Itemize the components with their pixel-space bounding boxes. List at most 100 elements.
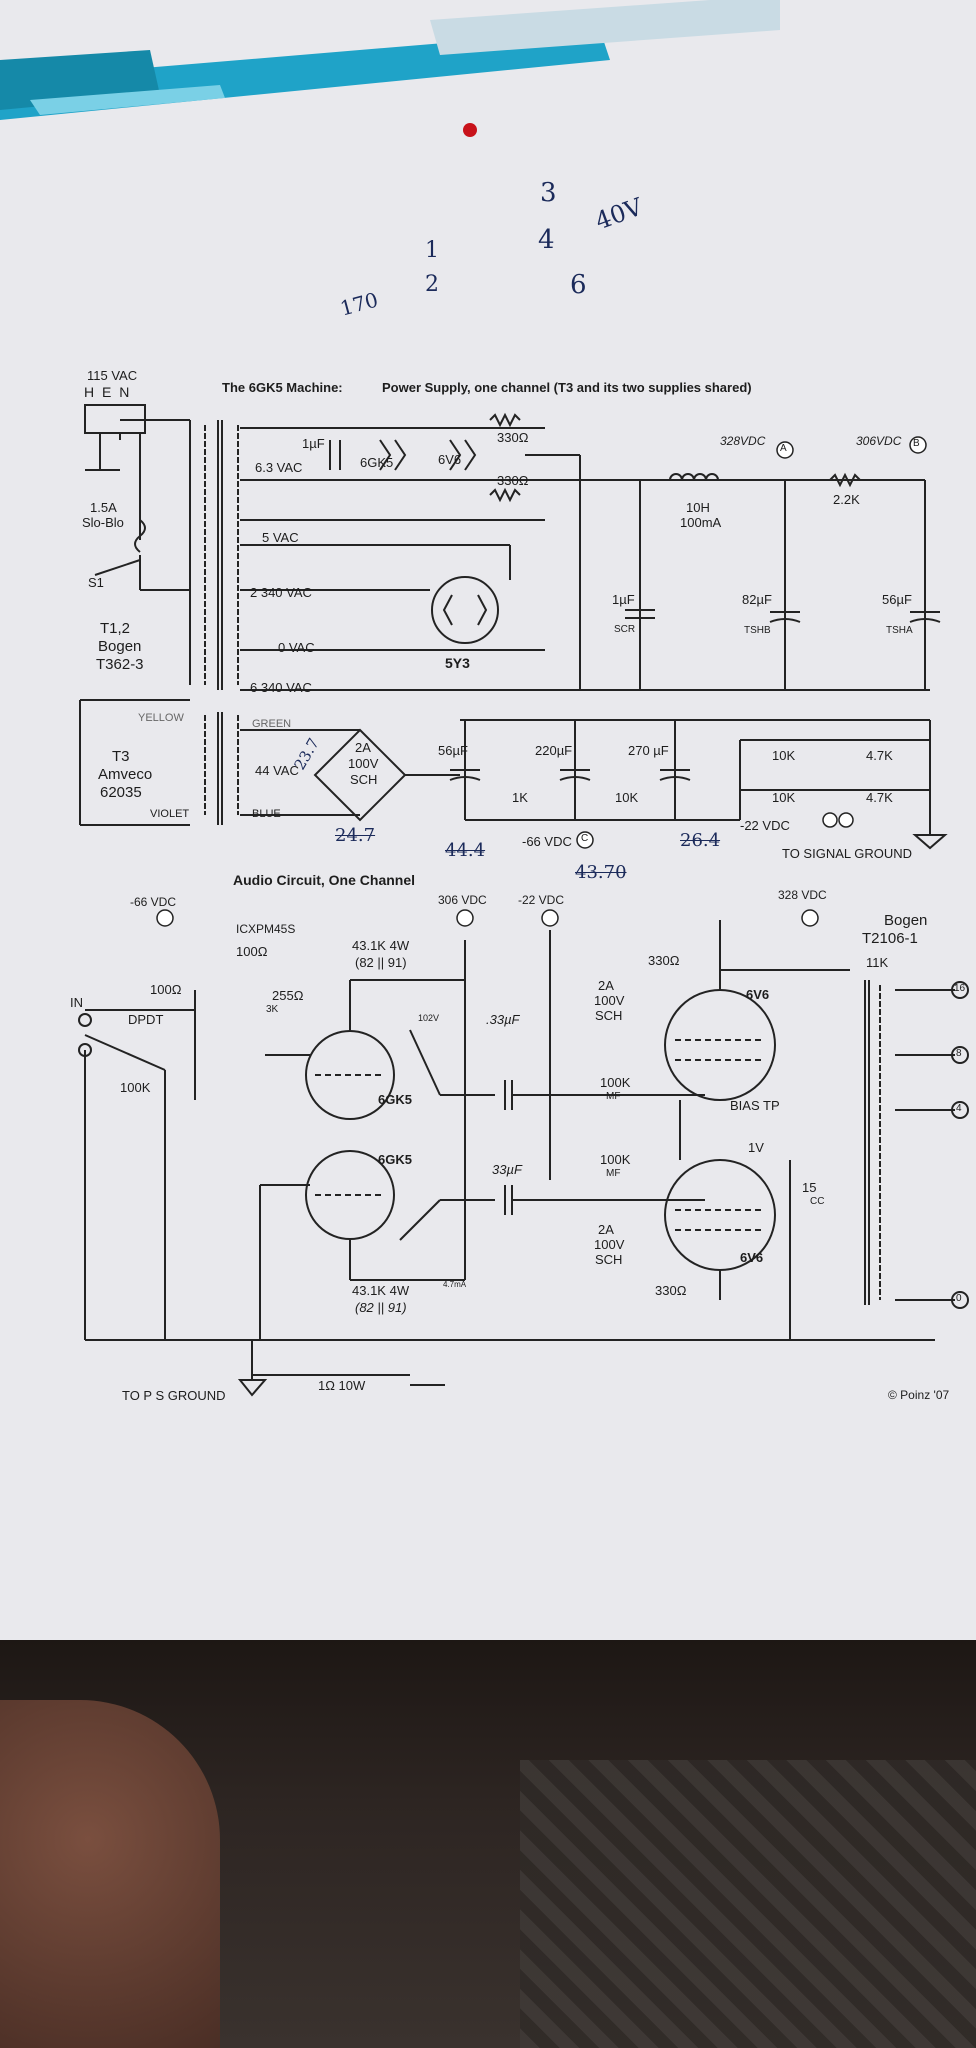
handwritten-26-4: 26.4: [680, 830, 721, 851]
tube-6gk5-upper-label: 6GK5: [378, 1092, 412, 1107]
r43k-b-parallel: (82 || 91): [355, 1300, 407, 1315]
handwritten-pin-3: 3: [540, 178, 557, 208]
wire-green: GREEN: [252, 718, 292, 730]
t12-brand: Bogen: [98, 638, 142, 655]
fuse-rating: 1.5A: [90, 500, 117, 515]
audio-voltage-neg22: -22 VDC: [518, 893, 565, 907]
cap-1uf-scr: 1µF: [612, 592, 635, 607]
mf-b-label: MF: [606, 1168, 621, 1179]
output-transformer-brand: Bogen: [884, 912, 928, 929]
tube-6v6-heater: [449, 439, 477, 471]
sch-a-voltage: 100V: [594, 993, 625, 1008]
r15-label: 15: [802, 1180, 817, 1195]
cc-label: CC: [810, 1196, 825, 1207]
r4-7k-b-label: 4.7K: [866, 790, 893, 805]
tube-6gk5-lower-label: 6GK5: [378, 1152, 412, 1167]
r1k-label: 1K: [512, 790, 528, 805]
r2-2k-label: 2.2K: [833, 492, 860, 507]
bias-voltage: 1V: [748, 1140, 764, 1155]
tube-6gk5-upper: [305, 1030, 395, 1120]
bridge-rating: 2A: [355, 740, 371, 755]
title-power-supply: Power Supply, one channel (T3 and its tw…: [382, 380, 752, 395]
rug-pattern: [520, 1760, 976, 2048]
node-a: A: [780, 443, 787, 454]
sch-b-type: SCH: [595, 1252, 623, 1267]
tsha-label: TSHA: [886, 625, 913, 636]
tube-5y3: [431, 576, 499, 644]
r330-top-label: 330Ω: [497, 430, 529, 445]
cap-1uf: 1µF: [302, 436, 325, 451]
audio-voltage-328: 328 VDC: [778, 888, 827, 902]
r10k-label: 10K: [615, 790, 639, 805]
bias-tp-label: BIAS TP: [730, 1098, 780, 1113]
heater-6v6: 6V6: [438, 452, 462, 467]
choke-10h: [669, 473, 719, 481]
mf-a-label: MF: [606, 1091, 621, 1102]
tube-6v6-upper: [664, 989, 776, 1101]
copyright: © Poinz '07: [888, 1388, 950, 1402]
switch-label: S1: [88, 575, 104, 590]
node-b: B: [913, 438, 920, 449]
winding-340a: 2 340 VAC: [250, 585, 312, 600]
winding-0v: 0 VAC: [278, 640, 315, 655]
rectifier-label: 5Y3: [445, 655, 470, 671]
r100-b-label: 100Ω: [150, 982, 182, 997]
handwritten-43-70: 43.70: [575, 862, 627, 883]
cap-033uf: .33µF: [486, 1012, 520, 1027]
choke-current: 100mA: [680, 515, 722, 530]
t3-brand: Amveco: [98, 766, 153, 783]
title-audio: Audio Circuit, One Channel: [233, 872, 416, 888]
choke-label: 10H: [686, 500, 710, 515]
cap-56uf: 56µF: [882, 592, 912, 607]
cap-56uf-bias: 56µF: [438, 743, 468, 758]
heater-6gk5: 6GK5: [360, 455, 394, 470]
sch-a-type: SCH: [595, 1008, 623, 1023]
scr-label: SCR: [614, 624, 636, 635]
handwritten-pin-6: 6: [570, 270, 587, 300]
r43k-b-label: 43.1K 4W: [352, 1283, 410, 1298]
sch-b-voltage: 100V: [594, 1237, 625, 1252]
audio-voltage-306: 306 VDC: [438, 893, 487, 907]
title-machine: The 6GK5 Machine:: [222, 380, 343, 395]
thumb: [0, 1700, 220, 2048]
tap-8: 8: [956, 1048, 962, 1059]
wire-blue: BLUE: [252, 808, 281, 820]
t3-model: 62035: [100, 784, 142, 801]
r1-10w-label: 1Ω 10W: [318, 1378, 366, 1393]
current-4-7ma: 4.7mA: [443, 1280, 467, 1289]
winding-340b: 6 340 VAC: [250, 680, 312, 695]
ic-label: ICXPM45S: [236, 922, 296, 936]
plate-voltage: 102V: [418, 1013, 440, 1023]
r330-bottom: [489, 487, 521, 503]
signal-ground: [912, 834, 948, 850]
voltage-306: 306VDC: [856, 434, 902, 448]
r100k-mf-b-label: 100K: [600, 1152, 631, 1167]
handwritten-pin-1: 1: [425, 238, 439, 263]
node-c: C: [581, 833, 589, 844]
bridge-rectifier: [313, 728, 407, 822]
r255-label: 255Ω: [272, 988, 304, 1003]
r330-b-label: 330Ω: [655, 1283, 687, 1298]
dpdt-label: DPDT: [128, 1012, 164, 1027]
t12-model: T362-3: [96, 656, 144, 673]
tap-4: 4: [956, 1103, 962, 1114]
wire-violet: VIOLET: [150, 808, 190, 820]
r3k-label: 3K: [266, 1004, 279, 1015]
cap-220uf: 220µF: [535, 743, 573, 758]
audio-voltage-neg66: -66 VDC: [130, 895, 177, 909]
output-impedance: 11K: [866, 955, 889, 970]
sch-a-rating: 2A: [598, 978, 614, 993]
r330-a-label: 330Ω: [648, 953, 680, 968]
switch-s1: [94, 559, 141, 576]
mains-voltage: 115 VAC: [87, 368, 138, 383]
blue-pen: [0, 0, 780, 137]
handwritten-pin-2: 2: [425, 272, 439, 297]
tube-6v6-upper-label: 6V6: [746, 987, 770, 1002]
r100k-mf-a-label: 100K: [600, 1075, 631, 1090]
handwritten-24-7: 24.7: [335, 825, 376, 846]
cap-33uf: 33µF: [492, 1162, 522, 1177]
r100-a-label: 100Ω: [236, 944, 268, 959]
bridge-type: SCH: [350, 772, 378, 787]
input-label: IN: [70, 995, 83, 1010]
signal-ground-label: TO SIGNAL GROUND: [782, 846, 913, 861]
